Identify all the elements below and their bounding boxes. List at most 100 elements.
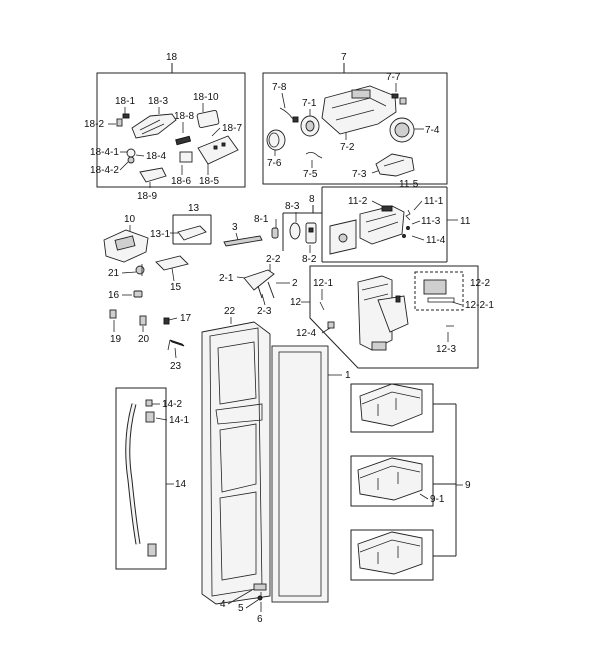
part-13-1-tray bbox=[177, 225, 207, 241]
label-8-3: 8-3 bbox=[285, 201, 300, 212]
part-1-gasket bbox=[271, 345, 329, 603]
group-18: 18 18-1 18-2 18-3 18-10 18-8 18-7 18-4-1… bbox=[84, 52, 246, 202]
label-8-2: 8-2 bbox=[302, 254, 317, 265]
part-9-bin-3 bbox=[357, 531, 423, 575]
group-7-box bbox=[262, 72, 448, 185]
label-18-4: 18-4 bbox=[146, 151, 166, 162]
label-5: 5 bbox=[238, 603, 244, 614]
part-12-2-callout bbox=[414, 271, 464, 311]
part-12-housing bbox=[357, 275, 393, 351]
label-11-3: 11-3 bbox=[421, 216, 441, 227]
label-14-1: 14-1 bbox=[169, 415, 189, 426]
label-2-3: 2-3 bbox=[257, 306, 272, 317]
label-7-7: 7-7 bbox=[386, 72, 401, 83]
label-7: 7 bbox=[341, 52, 347, 63]
group-14-box bbox=[115, 387, 167, 570]
part-23-lever bbox=[169, 339, 185, 347]
label-18-3: 18-3 bbox=[148, 96, 168, 107]
part-15-tray bbox=[155, 255, 189, 271]
part-7-2-housing bbox=[321, 85, 397, 135]
label-14: 14 bbox=[175, 479, 187, 490]
label-12: 12 bbox=[290, 297, 302, 308]
label-18-4-1: 18-4-1 bbox=[90, 147, 119, 158]
label-23: 23 bbox=[170, 361, 182, 372]
label-13-1: 13-1 bbox=[150, 229, 170, 240]
part-14-2-cap bbox=[145, 399, 153, 407]
part-18-8-strip bbox=[175, 135, 192, 146]
label-7-6: 7-6 bbox=[267, 158, 282, 169]
label-18-2: 18-2 bbox=[84, 119, 104, 130]
label-1: 1 bbox=[345, 370, 351, 381]
part-12-2-module bbox=[423, 279, 447, 295]
label-18: 18 bbox=[166, 52, 178, 63]
part-18-4-2-spring bbox=[127, 156, 135, 164]
label-12-2-1: 12-2-1 bbox=[465, 300, 494, 311]
part-9-bin-1 bbox=[359, 383, 423, 427]
label-9: 9 bbox=[465, 480, 471, 491]
label-21: 21 bbox=[108, 268, 120, 279]
label-11-2: 11-2 bbox=[348, 196, 368, 207]
label-7-5: 7-5 bbox=[303, 169, 318, 180]
part-20-clip bbox=[139, 315, 147, 326]
part-8-1-clip bbox=[271, 227, 279, 239]
label-17: 17 bbox=[180, 313, 192, 324]
part-7-5-wire bbox=[305, 152, 323, 159]
group-8: 8 8-3 8-1 8-2 bbox=[254, 194, 323, 265]
part-18-2-clip bbox=[116, 118, 123, 127]
label-18-4-2: 18-4-2 bbox=[90, 165, 119, 176]
label-7-8: 7-8 bbox=[272, 82, 287, 93]
label-4: 4 bbox=[220, 599, 226, 610]
part-18-4-1-knob bbox=[126, 148, 136, 158]
group-9: 9 9-1 bbox=[350, 383, 471, 581]
label-14-2: 14-2 bbox=[162, 399, 182, 410]
part-19-clip bbox=[109, 309, 117, 319]
door-assembly: 22 1 4 5 6 bbox=[201, 306, 351, 625]
part-8-2-housing bbox=[305, 222, 317, 244]
label-2-1: 2-1 bbox=[219, 273, 234, 284]
label-11-4: 11-4 bbox=[426, 235, 446, 246]
part-11-2-module bbox=[359, 205, 405, 245]
group-misc-parts: 10 13 13-1 3 21 15 16 17 19 20 bbox=[103, 203, 263, 372]
label-18-7: 18-7 bbox=[222, 123, 242, 134]
group-2: 2-2 2-1 2 2-3 bbox=[219, 254, 298, 317]
label-12-4: 12-4 bbox=[296, 328, 316, 339]
part-7-6-cap bbox=[266, 129, 286, 151]
part-4-hinge-bracket bbox=[253, 583, 267, 591]
part-3-bar bbox=[223, 235, 263, 247]
label-2-2: 2-2 bbox=[266, 254, 281, 265]
part-14-1-bracket bbox=[145, 411, 155, 423]
label-2: 2 bbox=[292, 278, 298, 289]
group-11: 11-5 11-2 11-1 11-3 11 11-4 bbox=[321, 179, 471, 263]
label-8: 8 bbox=[309, 194, 315, 205]
label-13: 13 bbox=[188, 203, 200, 214]
label-6: 6 bbox=[257, 614, 263, 625]
label-18-1: 18-1 bbox=[115, 96, 135, 107]
label-15: 15 bbox=[170, 282, 182, 293]
part-18-1-clip bbox=[122, 113, 130, 119]
part-18-6-board bbox=[179, 151, 193, 163]
bin-box-bottom bbox=[350, 529, 434, 581]
part-18-7-pcb bbox=[197, 135, 239, 165]
label-18-8: 18-8 bbox=[174, 111, 194, 122]
part-21-screw bbox=[135, 265, 145, 275]
bin-box-middle bbox=[350, 455, 434, 507]
label-18-5: 18-5 bbox=[199, 176, 219, 187]
label-3: 3 bbox=[232, 222, 238, 233]
part-9-1-bin bbox=[357, 457, 423, 501]
label-12-2: 12-2 bbox=[470, 278, 490, 289]
label-19: 19 bbox=[110, 334, 122, 345]
label-7-1: 7-1 bbox=[302, 98, 317, 109]
part-16-clip bbox=[133, 290, 143, 298]
part-2-hinge bbox=[243, 269, 275, 291]
label-11-1: 11-1 bbox=[424, 196, 444, 207]
label-20: 20 bbox=[138, 334, 150, 345]
part-18-10-panel bbox=[196, 109, 220, 129]
group-7: 7 7-7 7-8 7-1 7-4 7-2 7-6 7-5 7-3 bbox=[262, 52, 448, 185]
label-22: 22 bbox=[224, 306, 236, 317]
part-7-3-chute bbox=[375, 153, 415, 177]
label-11: 11 bbox=[460, 216, 471, 227]
part-18-9-tray bbox=[139, 167, 167, 183]
part-8-3-seal bbox=[289, 222, 301, 240]
